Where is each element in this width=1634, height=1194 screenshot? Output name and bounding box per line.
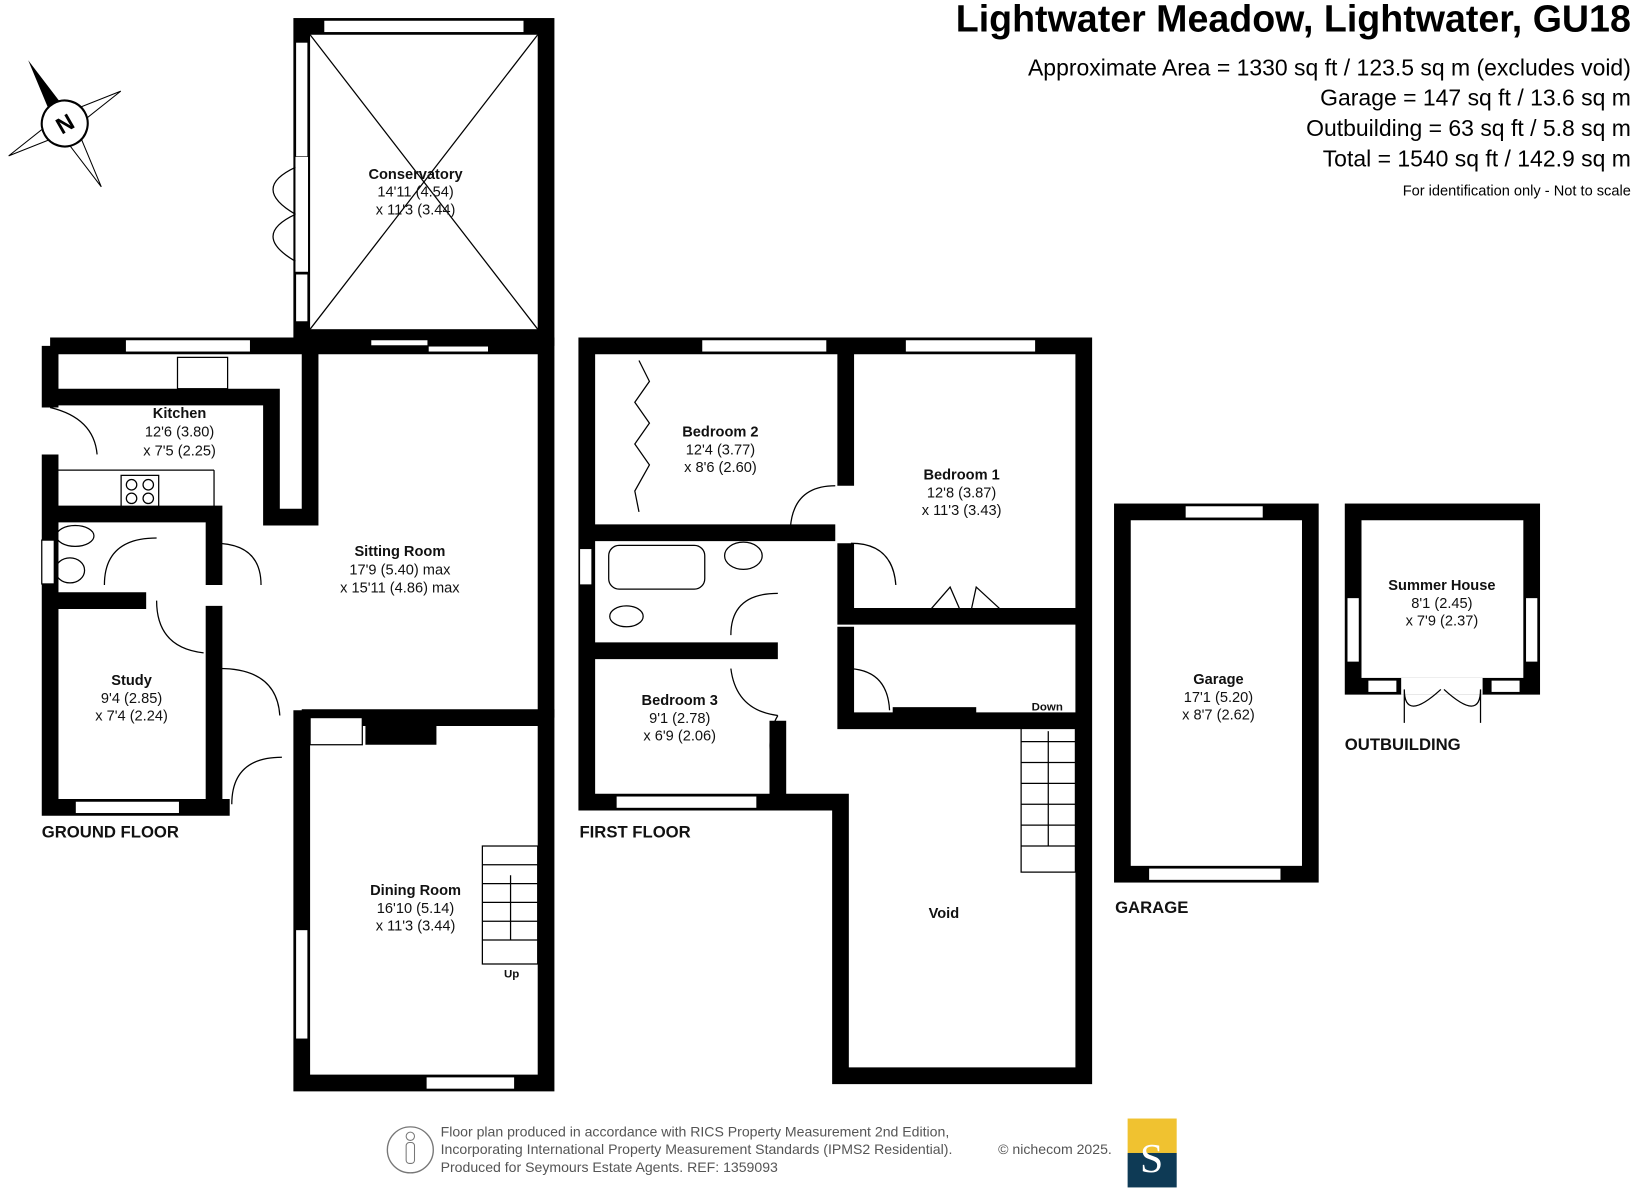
first-floor-plan: Down Bedroom 2 12'4 (3.77) x 8'6 (2.60) … xyxy=(578,337,1093,1085)
room-dimension: x 11'3 (3.43) xyxy=(922,503,1002,519)
room-name: Bedroom 3 xyxy=(642,693,718,709)
room-name: Bedroom 2 xyxy=(682,425,758,441)
compass-icon: N xyxy=(8,60,122,188)
garage-plan: Garage 17'1 (5.20) x 8'7 (2.62) GARAGE xyxy=(1114,503,1319,917)
area-garage: Garage = 147 sq ft / 13.6 sq m xyxy=(1320,85,1631,111)
seymours-logo: S xyxy=(1127,1118,1177,1188)
room-name: Summer House xyxy=(1388,578,1495,594)
floor-label-first: FIRST FLOOR xyxy=(579,823,690,842)
room-name: Dining Room xyxy=(370,883,461,899)
room-dimension: 9'1 (2.78) xyxy=(649,711,710,727)
room-name: Kitchen xyxy=(153,406,207,422)
stairs-up-label: Up xyxy=(504,969,519,981)
room-dimension: 16'10 (5.14) xyxy=(377,901,455,917)
floor-label-outbuilding: OUTBUILDING xyxy=(1345,735,1461,754)
room-dimension: x 11'3 (3.44) xyxy=(376,202,456,218)
copyright: © nichecom 2025. xyxy=(998,1141,1112,1157)
room-name: Garage xyxy=(1193,672,1243,688)
room-dimension: x 7'9 (2.37) xyxy=(1406,614,1479,630)
room-dimension: 17'1 (5.20) xyxy=(1184,690,1253,706)
room-name: Void xyxy=(929,906,960,922)
footer-line: Produced for Seymours Estate Agents. REF… xyxy=(441,1159,778,1175)
room-dimension: 12'8 (3.87) xyxy=(927,485,996,501)
stairs-down-label: Down xyxy=(1032,701,1063,713)
room-dimension: 17'9 (5.40) max xyxy=(349,563,451,579)
floor-label-ground: GROUND FLOOR xyxy=(42,823,179,842)
footer-line: Incorporating International Property Mea… xyxy=(441,1141,953,1157)
area-outbuilding: Outbuilding = 63 sq ft / 5.8 sq m xyxy=(1306,115,1631,141)
room-name: Conservatory xyxy=(368,167,463,183)
room-dimension: 8'1 (2.45) xyxy=(1411,596,1472,612)
footer-line: Floor plan produced in accordance with R… xyxy=(441,1123,950,1139)
room-dimension: x 7'4 (2.24) xyxy=(95,709,168,725)
room-dimension: 9'4 (2.85) xyxy=(101,691,162,707)
room-dimension: x 6'9 (2.06) xyxy=(643,729,716,745)
footer: Floor plan produced in accordance with R… xyxy=(386,1118,1177,1188)
area-approximate: Approximate Area = 1330 sq ft / 123.5 sq… xyxy=(1028,54,1631,80)
floor-label-garage: GARAGE xyxy=(1115,898,1188,917)
room-name: Study xyxy=(111,673,152,689)
logo-letter: S xyxy=(1140,1136,1163,1182)
room-name: Sitting Room xyxy=(354,544,445,560)
person-icon xyxy=(386,1126,434,1174)
room-dimension: x 8'6 (2.60) xyxy=(684,460,757,476)
room-dimension: x 7'5 (2.25) xyxy=(143,444,216,460)
ground-floor-plan: Up Conservatory 14'11 (4.54) x 11'3 (3.4… xyxy=(41,18,555,1092)
room-name: Bedroom 1 xyxy=(923,468,999,484)
outbuilding-plan: Summer House 8'1 (2.45) x 7'9 (2.37) OUT… xyxy=(1344,503,1541,754)
disclaimer: For identification only - Not to scale xyxy=(1403,184,1631,200)
room-dimension: 12'6 (3.80) xyxy=(145,425,214,441)
room-dimension: x 15'11 (4.86) max xyxy=(340,580,460,596)
property-title: Lightwater Meadow, Lightwater, GU18 xyxy=(956,0,1631,40)
room-dimension: 14'11 (4.54) xyxy=(377,185,453,201)
room-dimension: 12'4 (3.77) xyxy=(686,442,755,458)
room-dimension: x 8'7 (2.62) xyxy=(1182,708,1255,724)
area-total: Total = 1540 sq ft / 142.9 sq m xyxy=(1323,145,1631,171)
room-dimension: x 11'3 (3.44) xyxy=(376,919,456,935)
